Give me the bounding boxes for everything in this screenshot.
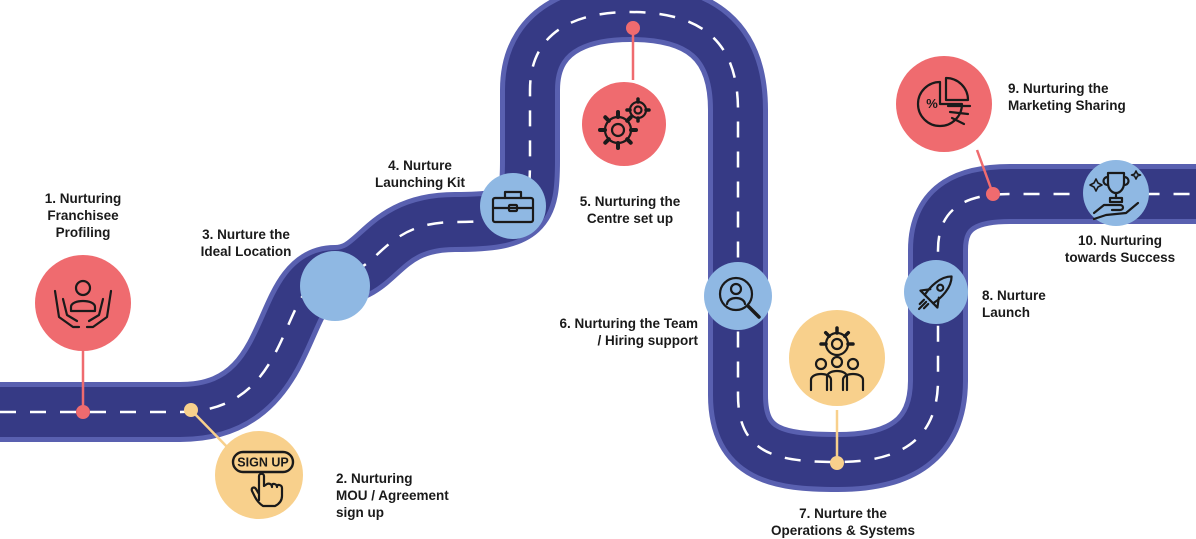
step-5-circle <box>582 82 666 166</box>
connector-2 <box>190 409 233 453</box>
step-3-circle <box>300 251 370 321</box>
icons: SIGN UP <box>53 76 1142 508</box>
gears-icon <box>598 97 651 150</box>
connectors <box>76 21 1000 470</box>
sign-up-button-icon: SIGN UP <box>231 450 295 508</box>
pin-9 <box>986 187 1000 201</box>
rocket-icon <box>917 275 953 311</box>
pin-2 <box>184 403 198 417</box>
svg-text:%: % <box>926 96 938 111</box>
sign-up-button-text: SIGN UP <box>237 456 288 470</box>
connector-9 <box>975 149 995 195</box>
team-gear-icon <box>809 326 865 392</box>
pin-5 <box>626 21 640 35</box>
step-6-circle <box>704 262 772 330</box>
pie-chart-percent-icon: % <box>916 76 972 128</box>
step-1-circle <box>35 255 131 351</box>
step-8-circle <box>904 260 968 324</box>
pin-7 <box>830 456 844 470</box>
step-6-label: 6. Nurturing the Team/ Hiring support <box>559 316 698 348</box>
pin-1 <box>76 405 90 419</box>
helping-hands-person-icon <box>53 279 113 329</box>
person-search-icon <box>718 276 761 319</box>
trophy-hand-icon <box>1089 170 1142 221</box>
toolbox-icon <box>491 190 535 224</box>
